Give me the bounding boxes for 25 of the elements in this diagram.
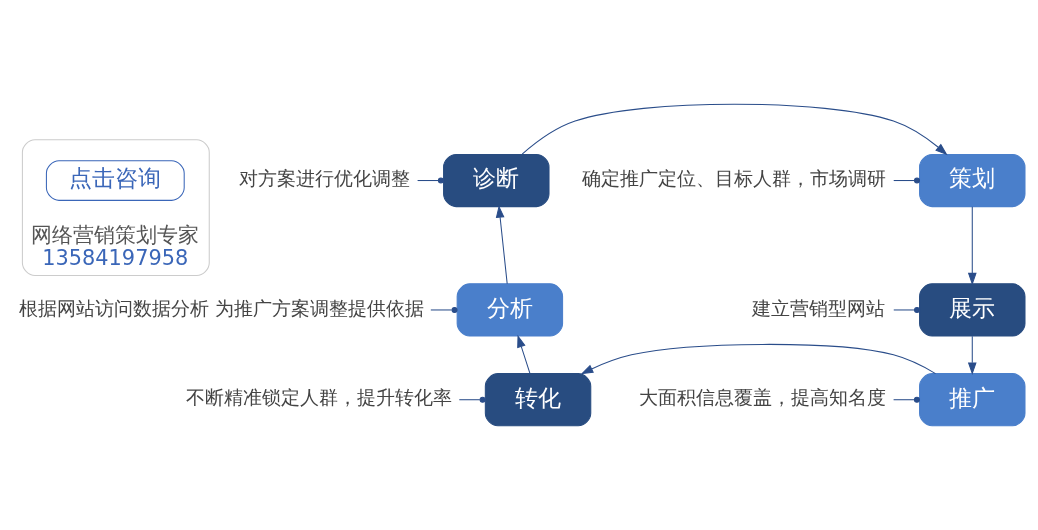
connector [417, 177, 444, 184]
connector [893, 396, 920, 403]
connector [893, 306, 921, 313]
node-text: 不断精准锁定人群，提升转化率 [185, 387, 452, 409]
node-text: 根据网站访问数据分析 为推广方案调整提供依据 [19, 297, 425, 319]
arrow [495, 205, 508, 285]
node-box: 推广 [919, 373, 1026, 427]
connector [430, 306, 458, 313]
node-box: 展示 [919, 283, 1026, 337]
node-box: 分析 [456, 283, 564, 337]
arrow [967, 335, 977, 375]
arrow [580, 343, 937, 375]
connector [893, 177, 920, 184]
arrow [517, 334, 531, 374]
node-box: 转化 [484, 373, 592, 427]
node-text: 对方案进行优化调整 [238, 168, 410, 190]
arrow [521, 103, 948, 156]
node-text: 确定推广定位、目标人群，市场调研 [582, 168, 887, 190]
node-box: 诊断 [443, 153, 550, 208]
node-text: 建立营销型网站 [752, 297, 886, 319]
node-box: 策划 [919, 153, 1026, 208]
arrow [967, 206, 977, 286]
node-text: 大面积信息覆盖，提高知名度 [638, 387, 886, 409]
connector [458, 396, 486, 403]
node-box: 点击咨询 [45, 160, 185, 201]
